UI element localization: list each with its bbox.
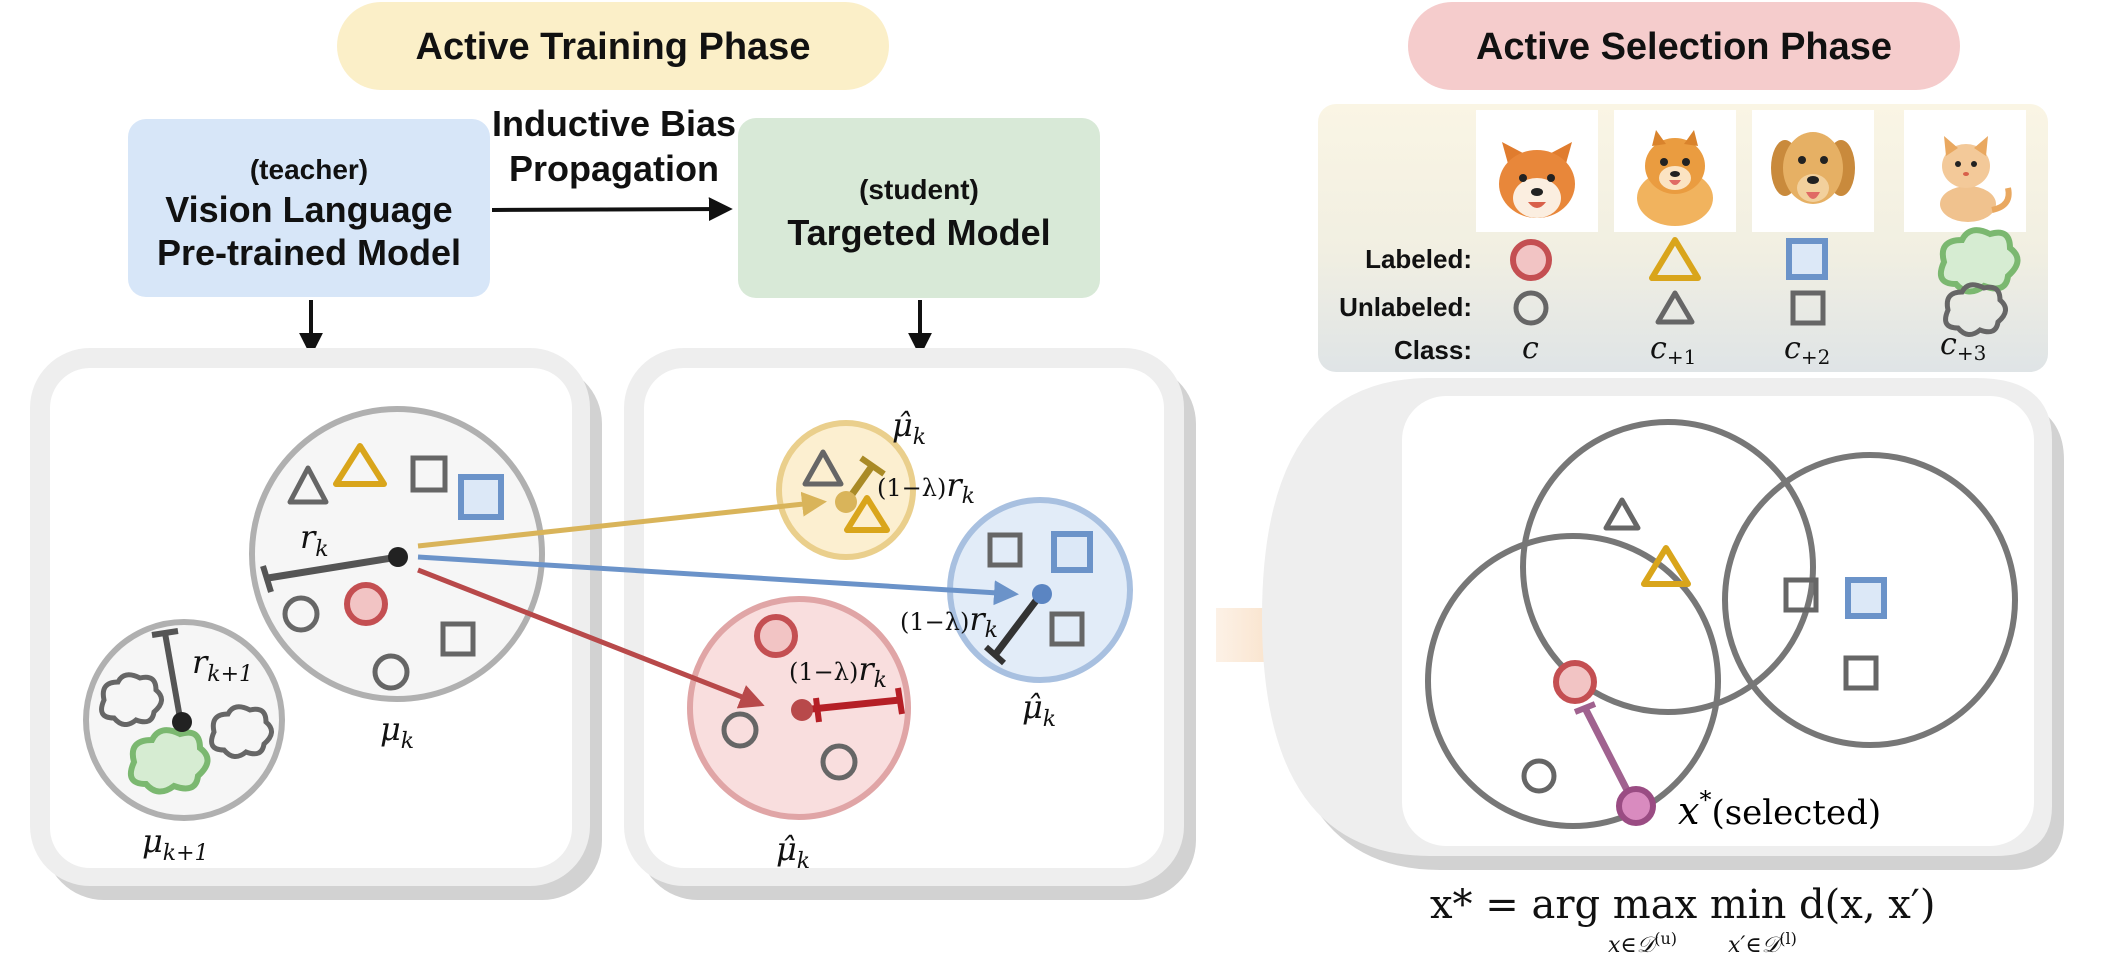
coverage-circle-top (1520, 419, 1816, 715)
legend-unlabeled-label: Unlabeled: (1339, 292, 1472, 322)
labeled-square (458, 474, 504, 520)
unlabeled-circle (372, 653, 410, 691)
coverage-circle-left (1425, 533, 1721, 829)
animal-thumbnail-shiba-inu (1476, 110, 1598, 232)
formula-sub-min: x′∈𝒟(l) (1728, 929, 1797, 958)
r-k1-label: rk+1 (192, 643, 253, 687)
unlabeled-circle (820, 743, 858, 781)
labeled-square (1845, 577, 1887, 619)
unlabeled-circle (1521, 758, 1557, 794)
formula-sub-max: x∈𝒟(u) (1608, 929, 1677, 958)
class-legend: Labeled: Unlabeled: Class: c c+1 c+2 c+3 (1318, 104, 2048, 372)
legend-labeled-label: Labeled: (1365, 244, 1472, 274)
unlabeled-square (1783, 577, 1819, 613)
mu-k1-label: μk+1 (142, 822, 209, 866)
training-phase-pill: Active Training Phase (337, 2, 889, 90)
labeled-circle (344, 582, 388, 626)
legend-class-c3: c+3 (1940, 327, 1986, 365)
map-arrow-blue (417, 554, 1019, 606)
formula-main: x* = arg max min d(x, x′) (1430, 882, 1936, 928)
legend-class-label: Class: (1394, 335, 1472, 365)
teacher-line2: Pre-trained Model (157, 232, 461, 273)
unlabeled-square (440, 621, 476, 657)
unlabeled-triangle (802, 449, 844, 487)
student-box: (student) Targeted Model (738, 118, 1100, 298)
student-line1: Targeted Model (787, 212, 1050, 253)
selection-phase-title: Active Selection Phase (1476, 26, 1892, 68)
labeled-triangle (844, 495, 890, 533)
teacher-feature-panel: rk μk rk+1 μk+1 (30, 348, 602, 900)
legend-class-c2: c+2 (1784, 331, 1830, 369)
labeled-circle (754, 614, 798, 658)
centroid-blue (1032, 584, 1052, 604)
legend-class-c: c (1522, 331, 1539, 366)
legend-labeled-cloud (1938, 227, 2021, 295)
training-phase-title: Active Training Phase (416, 26, 811, 68)
legend-unlabeled-circle (1513, 290, 1549, 326)
selected-sample (1616, 786, 1656, 826)
unlabeled-square (987, 532, 1023, 568)
animal-thumbnail-pomeranian (1614, 110, 1736, 232)
legend-labeled-circle (1510, 239, 1552, 281)
animal-thumbnail-kitten (1904, 110, 2026, 232)
labeled-cloud (128, 727, 211, 795)
legend-labeled-triangle (1649, 237, 1701, 281)
mu-hat-yellow: μ̂k (892, 406, 926, 450)
selected-label: x*(selected) (1678, 786, 1881, 833)
legend-class-c1: c+1 (1650, 331, 1696, 369)
propagation-line2: Propagation (509, 148, 719, 189)
unlabeled-square (1843, 655, 1879, 691)
labeled-circle (1553, 660, 1597, 704)
teacher-box: (teacher) Vision Language Pre-trained Mo… (128, 119, 490, 297)
mu-k-label: μk (380, 710, 414, 754)
legend-labeled-square (1786, 238, 1828, 280)
unlabeled-circle (282, 595, 320, 633)
selection-formula: x* = arg max min d(x, x′) x∈𝒟(u) x′∈𝒟(l) (1430, 882, 1936, 958)
mu-hat-blue: μ̂k (1022, 688, 1056, 732)
shrunk-radius-red: (1−λ)rk (789, 650, 887, 693)
teacher-line1: Vision Language (165, 189, 452, 230)
legend-unlabeled-square (1790, 290, 1826, 326)
mu-hat-red: μ̂k (776, 830, 810, 874)
teacher-tag: (teacher) (250, 154, 368, 185)
shrunk-radius-blue: (1−λ)rk (900, 600, 998, 643)
propagation-line1: Inductive Bias (492, 103, 736, 144)
legend-unlabeled-triangle (1655, 290, 1695, 325)
labeled-square (1051, 531, 1093, 573)
centroid-k (388, 547, 408, 567)
centroid-k-plus-1 (172, 712, 192, 732)
student-feature-panel: μ̂k (1−λ)rk (1−λ)rk μ̂k (1−λ)rk μ̂k (624, 348, 1196, 900)
coverage-circle-right (1722, 452, 2018, 748)
animal-thumbnail-golden-retriever (1752, 110, 1874, 232)
selection-phase-pill: Active Selection Phase (1408, 2, 1960, 90)
selection-panel: x*(selected) (1262, 378, 2064, 870)
unlabeled-square (1049, 611, 1085, 647)
shrunk-radius-yellow: (1−λ)rk (877, 466, 975, 509)
unlabeled-cloud (209, 704, 274, 759)
centroid-yellow (835, 491, 857, 513)
centroid-red (791, 699, 813, 721)
r-k-label: rk (300, 518, 329, 562)
unlabeled-triangle (1603, 497, 1641, 531)
labeled-triangle (1641, 545, 1691, 587)
labeled-triangle (333, 443, 387, 487)
legend-unlabeled-cloud (1943, 282, 2008, 337)
student-tag: (student) (859, 174, 979, 205)
unlabeled-cloud (99, 672, 164, 727)
propagation-arrow: Inductive Bias Propagation (492, 103, 736, 222)
map-arrow-red (417, 567, 765, 709)
unlabeled-triangle (287, 465, 329, 505)
map-arrow-yellow (417, 491, 827, 549)
unlabeled-circle (721, 711, 759, 749)
unlabeled-square (410, 455, 448, 493)
